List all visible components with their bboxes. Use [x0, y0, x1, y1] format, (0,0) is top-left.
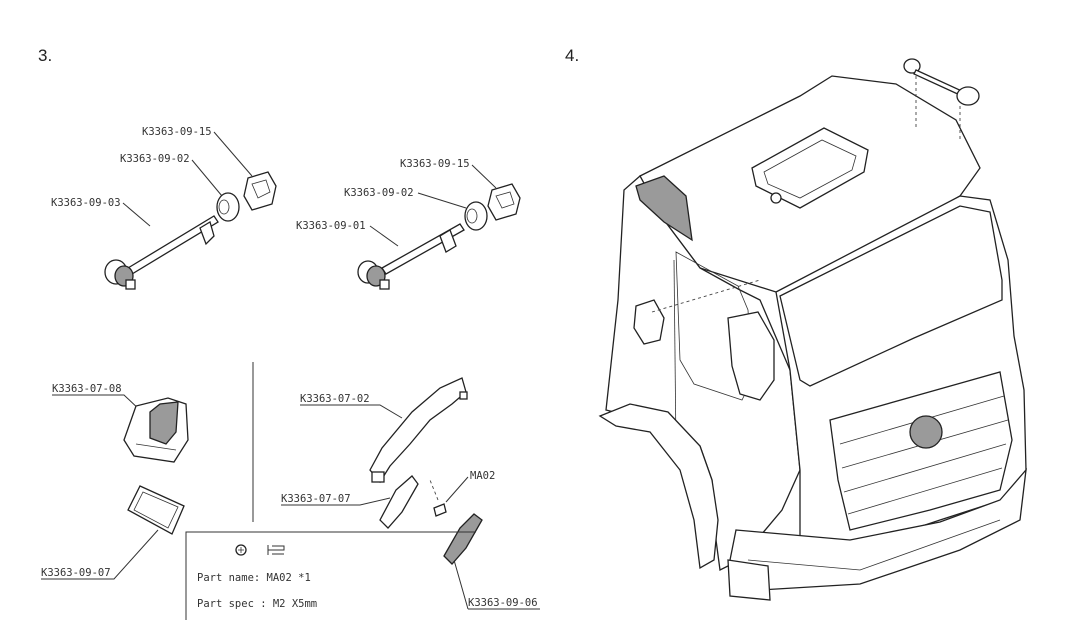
housing-edge [135, 443, 177, 451]
step-3-number: 3. [38, 46, 53, 65]
entry-step [727, 559, 771, 601]
screw-head-cross [238, 547, 244, 553]
callout-label-b-02: K3363-09-02 [344, 187, 414, 199]
leader-line [52, 394, 143, 413]
fender-light-bracket [369, 377, 467, 484]
leader-line [471, 164, 497, 189]
fender-light-assembly: K3363-07-02 MA02 K3363-07-07 K3363-09-06 [281, 377, 540, 610]
leader-line [445, 476, 469, 503]
leader-line [369, 225, 399, 247]
mirror-guide-line [651, 279, 761, 313]
mirror-lens-part [127, 485, 185, 535]
light-lens-part [379, 475, 419, 529]
brand-emblem [909, 415, 943, 449]
washer-hole [218, 199, 230, 215]
washer-hole [466, 208, 478, 224]
callout-label-d-0707: K3363-07-07 [281, 493, 351, 505]
mirror-lens-inner [133, 491, 179, 529]
leader-line [191, 159, 223, 197]
hardware-info-box [185, 531, 476, 620]
roof-guide-lines [915, 76, 961, 140]
callout-label-b-15: K3363-09-15 [400, 158, 470, 170]
callout-label-c-0907: K3363-09-07 [41, 567, 111, 579]
clip-ring-part [487, 183, 521, 221]
step-4-number: 4. [565, 46, 580, 65]
hardware-part-name: Part name: MA02 *1 [197, 572, 311, 584]
washer-part [216, 192, 240, 222]
mirror-mount-tab [125, 279, 136, 290]
clip-ring-detail [495, 191, 515, 209]
rear-mirror [633, 299, 665, 345]
mirror-arm-assembly-a: K3363-09-15 K3363-09-02 K3363-09-03 [51, 126, 277, 290]
marker-light [770, 192, 782, 204]
mirror-housing-arm [149, 401, 179, 445]
bracket-peg [459, 391, 468, 400]
roof-mirror-mount [956, 86, 980, 106]
clip-ring-part [243, 171, 277, 211]
callout-label-d-ma02: MA02 [470, 470, 495, 482]
hardware-box-border [185, 531, 476, 620]
truck-cab-illustration [598, 58, 1027, 601]
leader-line [417, 192, 467, 209]
assembly-guide-line [429, 479, 439, 501]
mirror-arm-assembly-b: K3363-09-15 K3363-09-02 K3363-09-01 [296, 158, 521, 290]
door-seam [673, 259, 677, 451]
light-reflector-part [443, 513, 483, 565]
roof-mirror-rod [913, 69, 965, 97]
leader-line [213, 131, 253, 177]
bracket-tab [371, 471, 385, 483]
screw-part [433, 503, 447, 517]
clip-ring-detail [251, 179, 271, 199]
rod-clamp [199, 221, 215, 246]
front-grille [829, 371, 1013, 531]
rod-clamp [439, 229, 457, 253]
callout-label-d-0702: K3363-07-02 [300, 393, 370, 405]
callout-label-d-0906: K3363-09-06 [468, 597, 538, 609]
side-air-vent [635, 175, 693, 242]
side-mirror [727, 311, 775, 401]
roof-hatch-inner [763, 139, 857, 199]
side-mirror-housing-group: K3363-07-08 K3363-09-07 [41, 383, 189, 580]
leader-line [122, 202, 151, 227]
callout-label-a-02: K3363-09-02 [120, 153, 190, 165]
windshield [779, 205, 1003, 387]
wheel-arch-fender [598, 403, 719, 570]
callout-label-a-15: K3363-09-15 [142, 126, 212, 138]
hardware-part-spec: Part spec : M2 X5mm [197, 598, 318, 610]
screw-side-icon [267, 545, 285, 555]
leader-line [41, 529, 159, 580]
leader-line [453, 559, 540, 610]
leader-line [281, 497, 391, 506]
mirror-mount-tab [379, 279, 390, 290]
washer-part [464, 201, 488, 231]
bumper-edge [747, 519, 1001, 571]
callout-label-c-0708: K3363-07-08 [52, 383, 122, 395]
leader-line [300, 404, 403, 419]
callout-label-b-01: K3363-09-01 [296, 220, 366, 232]
callout-label-a-03: K3363-09-03 [51, 197, 121, 209]
